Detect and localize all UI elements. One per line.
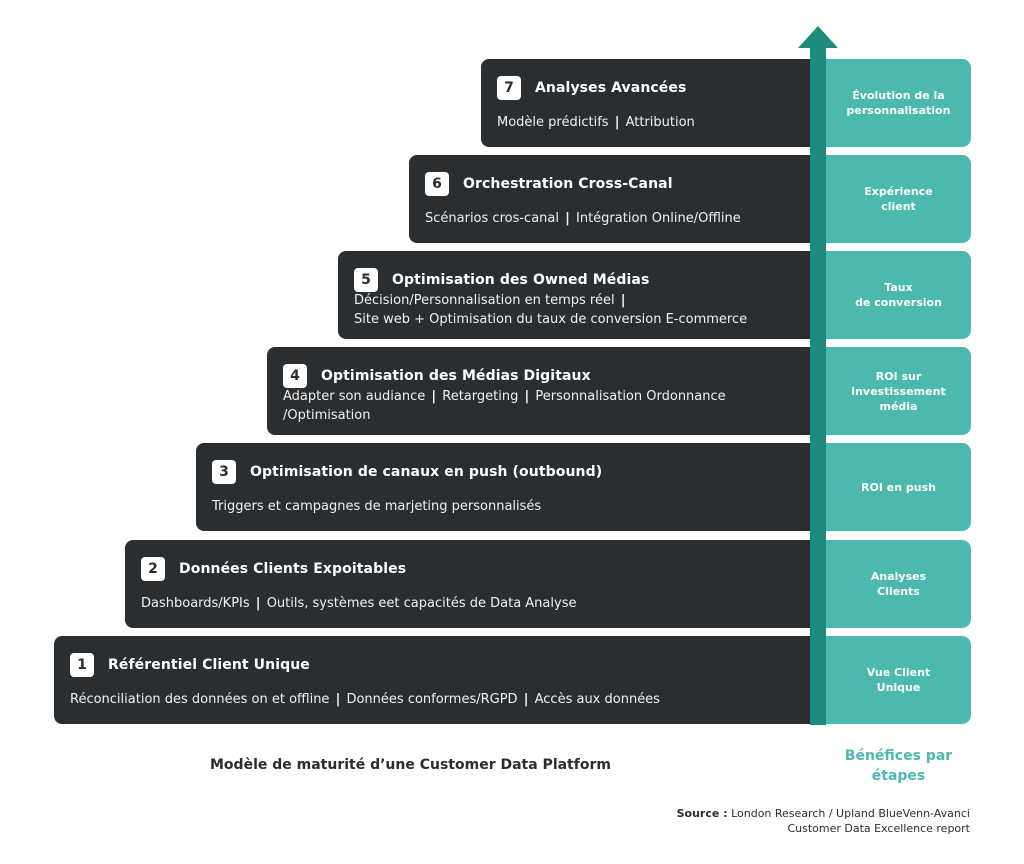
- step-title: Optimisation des Owned Médias: [392, 272, 650, 288]
- step-4: 4 Optimisation des Médias Digitaux Adapt…: [267, 347, 841, 435]
- step-title: Orchestration Cross-Canal: [463, 176, 673, 192]
- step-number: 3: [212, 460, 236, 484]
- benefit-4: ROI sur investissement média: [826, 347, 971, 435]
- benefits-label: Bénéfices par étapes: [844, 748, 953, 784]
- step-description: Réconciliation des données on et offline…: [70, 692, 660, 707]
- step-description: Modèle prédictifs | Attribution: [497, 115, 695, 130]
- step-number: 6: [425, 172, 449, 196]
- step-title: Analyses Avancées: [535, 80, 687, 96]
- step-5: 5 Optimisation des Owned Médias Décision…: [338, 251, 841, 339]
- step-number: 1: [70, 653, 94, 677]
- step-title: Données Clients Expoitables: [179, 561, 407, 577]
- step-description: Triggers et campagnes de marjeting perso…: [212, 499, 542, 514]
- benefit-3: ROI en push: [826, 443, 971, 531]
- step-3: 3 Optimisation de canaux en push (outbou…: [196, 443, 841, 531]
- step-number: 2: [141, 557, 165, 581]
- step-number: 7: [497, 76, 521, 100]
- step-title: Référentiel Client Unique: [108, 657, 310, 673]
- step-description: Dashboards/KPIs | Outils, systèmes eet c…: [141, 596, 577, 611]
- benefit-7: Évolution de la personnalisation: [826, 59, 971, 147]
- step-6: 6 Orchestration Cross-Canal Scénarios cr…: [409, 155, 841, 243]
- benefit-5: Taux de conversion: [826, 251, 971, 339]
- step-description: Scénarios cros-canal | Intégration Onlin…: [425, 211, 741, 226]
- step-description: Décision/Personnalisation en temps réel …: [354, 293, 748, 327]
- arrow-up-icon: [798, 26, 838, 48]
- step-title: Optimisation de canaux en push (outbound…: [250, 464, 603, 480]
- benefit-2: Analyses Clients: [826, 540, 971, 628]
- step-7: 7 Analyses Avancées Modèle prédictifs | …: [481, 59, 841, 147]
- step-2: 2 Données Clients Expoitables Dashboards…: [125, 540, 841, 628]
- step-description: Adapter son audiance | Retargeting | Per…: [283, 389, 726, 423]
- arrow-shaft: [810, 48, 826, 725]
- step-title: Optimisation des Médias Digitaux: [321, 368, 591, 384]
- diagram-caption: Modèle de maturité d’une Customer Data P…: [210, 757, 611, 773]
- benefit-1: Vue Client Unique: [826, 636, 971, 724]
- benefit-6: Expérience client: [826, 155, 971, 243]
- step-1: 1 Référentiel Client Unique Réconciliati…: [54, 636, 841, 724]
- source-note: Source : London Research / Upland BlueVe…: [676, 807, 970, 835]
- step-number: 4: [283, 364, 307, 388]
- step-number: 5: [354, 268, 378, 292]
